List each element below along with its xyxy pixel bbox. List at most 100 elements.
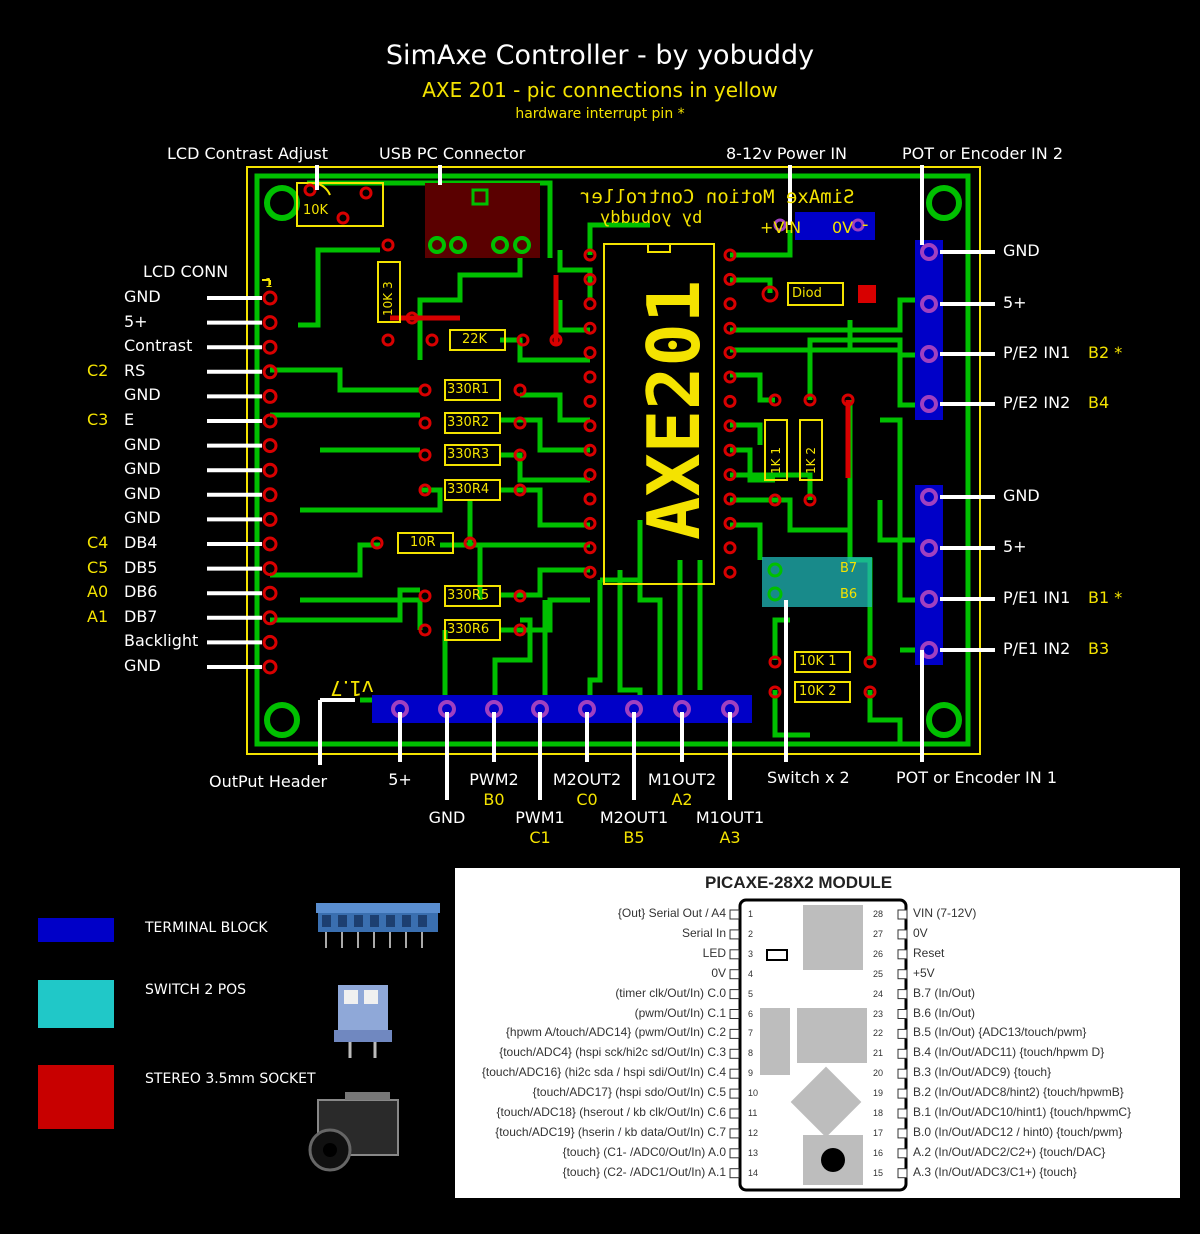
- component-pad: [405, 311, 419, 325]
- output-pin-name: PWM2: [469, 770, 519, 789]
- chip-pad: [583, 394, 597, 408]
- component-pad: [768, 655, 782, 669]
- lcd-pad: [262, 364, 278, 380]
- module-left-pin-number: 1: [748, 909, 754, 919]
- module-left-pin-number: 11: [748, 1108, 758, 1118]
- component-pad: [513, 483, 527, 497]
- component-pad: [381, 333, 395, 347]
- module-left-pin-number: 5: [748, 988, 754, 999]
- diode-label: Diod: [792, 286, 822, 301]
- module-right-pin-label: B.5 (In/Out) {ADC13/touch/pwm}: [913, 1025, 1087, 1040]
- chip-pad: [723, 272, 737, 286]
- component-pad: [513, 623, 527, 637]
- usb-label: USB PC Connector: [379, 144, 526, 163]
- chip-pad: [583, 468, 597, 482]
- output-pin-pic: C1: [529, 828, 551, 847]
- module-left-pin-label: {touch/ADC4} (hspi sck/hi2c sd/Out/In) C…: [499, 1045, 726, 1060]
- module-right-pin-label: B.0 (In/Out/ADC12 / hint0) {touch/pwm}: [913, 1124, 1123, 1139]
- pot1-label: POT or Encoder IN 1: [896, 768, 1058, 787]
- lcd-pin-pic: A0: [87, 582, 109, 602]
- module-right-pin-number: 15: [873, 1167, 884, 1178]
- component-pad: [841, 393, 855, 407]
- module-pin-box: [897, 1108, 908, 1119]
- switch-label: Switch x 2: [767, 768, 850, 787]
- chip-pad: [583, 516, 597, 530]
- module-right-pin-label: A.3 (In/Out/ADC3/C1+) {touch}: [913, 1164, 1077, 1179]
- component-pad: [381, 238, 395, 252]
- lcd-pad: [262, 659, 278, 675]
- power-minus-label: -: [862, 214, 869, 235]
- module-right-pin-label: B.3 (In/Out/ADC9) {touch}: [913, 1065, 1052, 1080]
- lcd-pad: [262, 487, 278, 503]
- pin1-mark: 1: [265, 276, 273, 290]
- mounting-holes: [264, 185, 962, 738]
- module-pin-box: [897, 1148, 908, 1159]
- terminal-pad: [920, 395, 938, 413]
- module-pin-box: [729, 1128, 740, 1139]
- red-traces: [390, 275, 851, 478]
- lcd-pad: [262, 339, 278, 355]
- module-pin-box: [897, 909, 908, 920]
- r330r4-label: 330R4: [447, 482, 490, 497]
- module-right-pin-number: 18: [873, 1108, 884, 1118]
- chip-pad: [583, 321, 597, 335]
- component-pad: [513, 383, 527, 397]
- right-pin-name: GND: [1003, 486, 1040, 505]
- lcd-pad: [262, 610, 278, 626]
- chip-pad: [583, 272, 597, 286]
- component-pad: [513, 416, 527, 430]
- component-pad: [513, 589, 527, 603]
- module-left-pin-number: 14: [748, 1167, 759, 1178]
- component-pad: [418, 483, 432, 497]
- lcd-pad: [262, 315, 278, 331]
- module-pin-box: [897, 929, 908, 940]
- stereo-socket-photo: [308, 1092, 399, 1172]
- module-pin-box: [729, 1108, 740, 1119]
- chip-pad: [723, 492, 737, 506]
- page-title: SimAxe Controller - by yobuddy: [385, 40, 815, 71]
- module-right-pin-label: B.6 (In/Out): [913, 1005, 976, 1020]
- right-pin-name: GND: [1003, 241, 1040, 260]
- lcd-contrast-label: LCD Contrast Adjust: [167, 144, 328, 163]
- module-right-pin-label: 0V: [913, 925, 928, 940]
- chip-pad: [723, 248, 737, 262]
- r10r-label: 10R: [410, 535, 436, 550]
- module-pin-box: [729, 1028, 740, 1039]
- module-right-pin-number: 25: [873, 968, 884, 979]
- right-pin-name: P/E2 IN2: [1003, 393, 1071, 412]
- r330r2-label: 330R2: [447, 415, 490, 430]
- output-pin-pic: A2: [671, 790, 693, 809]
- module-right-pin-number: 28: [873, 909, 884, 919]
- component-pad: [549, 333, 563, 347]
- chip-pad: [583, 370, 597, 384]
- power-pad: [851, 218, 865, 232]
- chip-pad: [723, 565, 737, 579]
- lcd-pin-name: GND: [124, 508, 161, 528]
- component-pad: [768, 685, 782, 699]
- lcd-pad: [262, 511, 278, 527]
- module-left-pin-label: {touch/ADC18} (hserout / kb clk/Out/In) …: [496, 1105, 726, 1119]
- output-pin-pic: B0: [483, 790, 505, 809]
- chip-pad: [583, 541, 597, 555]
- lcd-pad: [262, 290, 278, 306]
- module-pin-box: [897, 969, 908, 980]
- terminal-pot2: [915, 240, 943, 420]
- legend-label: STEREO 3.5mm SOCKET: [145, 1071, 316, 1087]
- chip-pad: [723, 516, 737, 530]
- lcd-pin-name: GND: [124, 656, 161, 675]
- module-right-pin-label: VIN (7-12V): [913, 906, 977, 920]
- lcd-pin-name: DB6: [124, 582, 158, 602]
- chip-outline: [603, 243, 715, 585]
- module-right-pin-label: B.4 (In/Out/ADC11) {touch/hpwm D}: [913, 1045, 1105, 1060]
- module-left-pin-label: {touch} (C1- /ADC0/Out/In) A.0: [562, 1144, 726, 1159]
- lcd-pad: [262, 561, 278, 577]
- component-pad: [803, 493, 817, 507]
- lcd-pin-name: Contrast: [124, 336, 193, 356]
- lcd-pin-name: DB4: [124, 533, 158, 552]
- module-left-pin-number: 13: [748, 1147, 759, 1158]
- module-right-pin-label: B.1 (In/Out/ADC10/hint1) {touch/hpwmC}: [913, 1105, 1132, 1119]
- component-pad: [336, 211, 350, 225]
- chip-pad: [723, 541, 737, 555]
- module-left-pin-label: (timer clk/Out/In) C.0: [615, 985, 726, 1000]
- module-pin-box: [897, 1128, 908, 1139]
